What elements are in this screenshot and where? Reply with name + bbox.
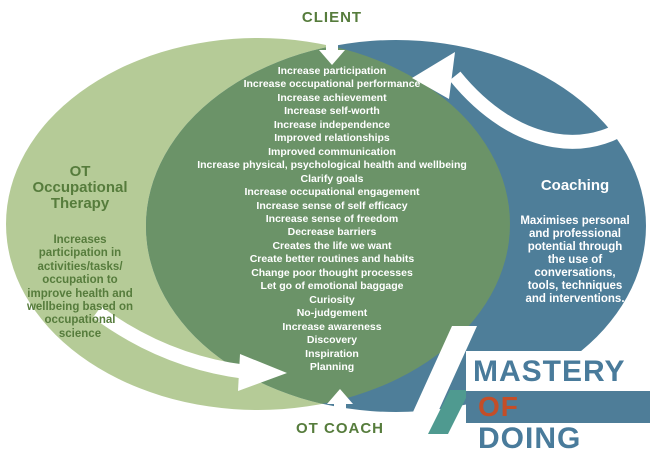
center-list-item: Increase occupational engagement bbox=[244, 186, 420, 199]
logo-word-of: OF bbox=[466, 391, 650, 423]
coaching-to-center-arrowhead-icon bbox=[412, 52, 455, 99]
center-list-item: Increase self-worth bbox=[284, 105, 380, 118]
logo-word-mastery: MASTERY bbox=[466, 351, 650, 391]
overlap-lens bbox=[146, 40, 510, 410]
logo-word-doing: DOING bbox=[466, 423, 650, 456]
center-list-item: No-judgement bbox=[296, 307, 368, 320]
coaching-block: Coaching Maximises personal and professi… bbox=[508, 159, 642, 324]
center-list-item: Discovery bbox=[306, 334, 358, 347]
center-list-item: Change poor thought processes bbox=[251, 266, 413, 279]
center-list-item: Increase achievement bbox=[277, 91, 387, 104]
ot-to-center-curved-arrow bbox=[92, 306, 247, 379]
ot-description: Increases participation in activities/ta… bbox=[26, 234, 134, 340]
center-list-item: Create better routines and habits bbox=[249, 253, 415, 266]
ot-coach-up-arrow-icon bbox=[327, 389, 353, 420]
logo-white-slash bbox=[403, 326, 477, 434]
client-label: CLIENT bbox=[301, 9, 363, 26]
logo-teal-slash bbox=[428, 390, 470, 434]
center-list-item: Increase independence bbox=[273, 118, 391, 131]
center-list-item: Let go of emotional baggage bbox=[260, 280, 404, 293]
center-list-item: Clarify goals bbox=[300, 172, 364, 185]
ot-to-center-arrowhead-icon bbox=[238, 354, 287, 391]
client-down-arrow-icon bbox=[319, 36, 345, 65]
center-list-item: Increase physical, psychological health … bbox=[197, 159, 467, 172]
center-list-item: Inspiration bbox=[305, 347, 359, 360]
coaching-description: Maximises personal and professional pote… bbox=[520, 215, 630, 305]
center-list-item: Curiosity bbox=[309, 293, 355, 306]
center-list-item: Increase participation bbox=[277, 65, 387, 77]
center-list-item: Improved relationships bbox=[274, 132, 390, 145]
center-list-item: Planning bbox=[309, 360, 355, 373]
center-list-item: Increase sense of freedom bbox=[265, 212, 399, 225]
coaching-to-center-curved-arrow bbox=[449, 71, 650, 149]
center-list-item: Creates the life we want bbox=[272, 239, 392, 252]
ot-occupational-therapy-block: OT Occupational Therapy Increases partic… bbox=[12, 146, 148, 359]
ot-title: OT Occupational Therapy bbox=[32, 163, 128, 212]
ot-coach-label: OT COACH bbox=[296, 420, 384, 437]
center-list-item: Improved communication bbox=[268, 145, 396, 158]
center-list-item: Increase awareness bbox=[282, 320, 382, 333]
center-list-item: Increase occupational performance bbox=[243, 78, 421, 91]
center-list-item: Increase sense of self efficacy bbox=[256, 199, 408, 212]
coaching-title: Coaching bbox=[540, 177, 610, 194]
center-list-item: Decrease barriers bbox=[287, 226, 377, 239]
